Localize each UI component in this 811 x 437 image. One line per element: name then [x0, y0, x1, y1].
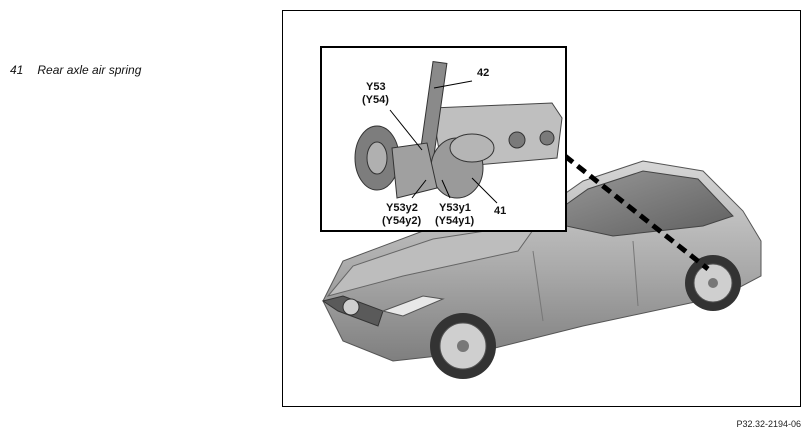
callout-y54: (Y54) [362, 94, 389, 106]
callout-y53: Y53 [366, 81, 386, 93]
callout-41: 41 [494, 205, 507, 217]
detail-inset: 42 Y53 (Y54) Y53y2 (Y54y2) Y53y1 (Y54y1)… [320, 46, 567, 232]
callout-42: 42 [477, 67, 490, 79]
callout-y53y1: Y53y1 [439, 202, 471, 214]
air-spring-illustration [354, 60, 563, 204]
car-illustration [321, 154, 762, 379]
legend-item: 41 Rear axle air spring [10, 63, 141, 77]
callout-y54y1: (Y54y1) [435, 215, 475, 227]
legend-number: 41 [10, 63, 24, 77]
figure-id: P32.32-2194-06 [736, 419, 801, 429]
callout-y53y2: Y53y2 [386, 202, 418, 214]
figure-frame: 42 Y53 (Y54) Y53y2 (Y54y2) Y53y1 (Y54y1)… [282, 10, 801, 407]
legend-text: Rear axle air spring [37, 63, 142, 77]
callout-y54y2: (Y54y2) [382, 215, 422, 227]
